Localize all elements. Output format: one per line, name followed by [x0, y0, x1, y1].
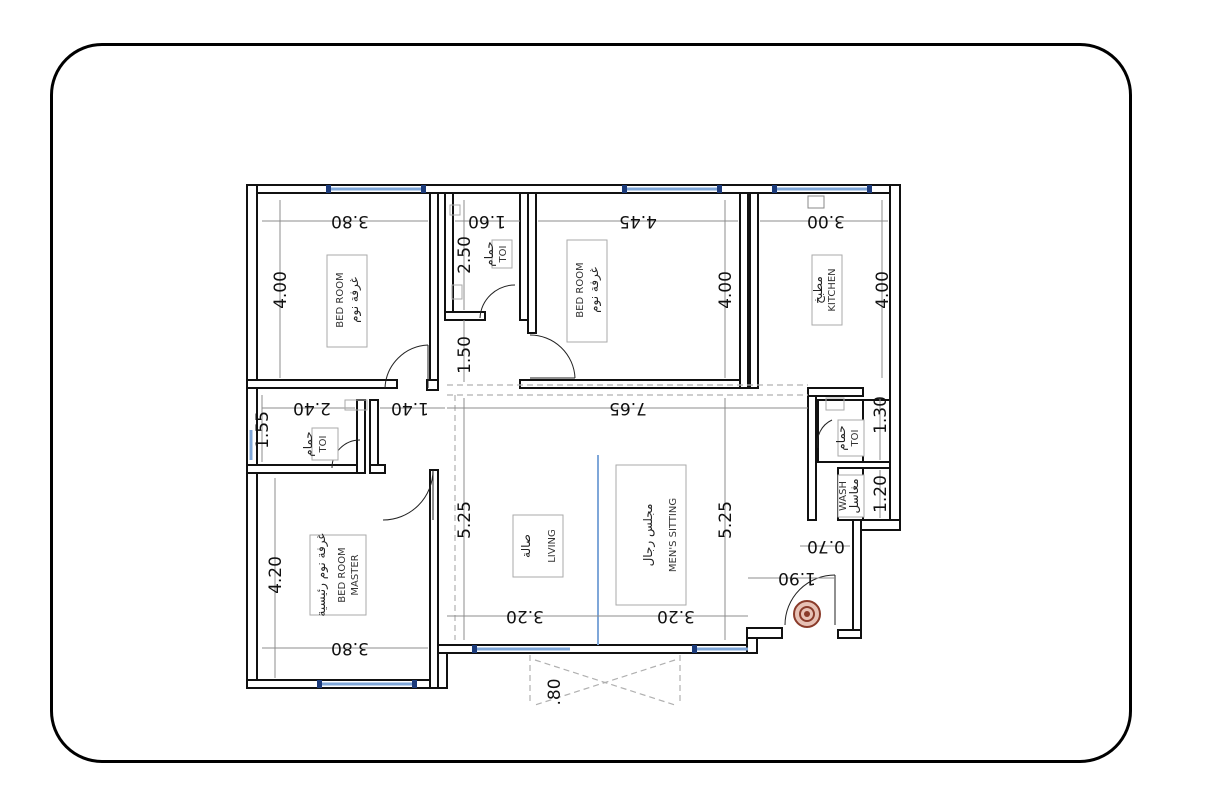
dim-wash-height: 1.20: [871, 475, 891, 513]
dim-master-width: 3.80: [331, 638, 369, 658]
living-ar: صالة: [519, 534, 533, 558]
dim-toi-left-height: 1.55: [253, 411, 273, 449]
toilet-left-ar: حمام: [301, 431, 315, 456]
windows: [249, 185, 872, 688]
dimension-lines: [261, 200, 888, 678]
mens-sitting-en: MEN'S SITTING: [668, 498, 679, 572]
mens-sitting-ar: مجلس رجال: [641, 504, 656, 567]
toilet-top-en: TOI: [498, 246, 509, 264]
kitchen-ar: مطبخ: [811, 276, 825, 304]
dim-toi-top-height: 2.50: [455, 236, 475, 274]
dim-toi-top-width: 1.60: [468, 211, 506, 231]
toilet-top-ar: حمام: [482, 241, 496, 266]
dim-kitchen-width: 3.00: [807, 211, 845, 231]
dim-toi-left-width: 2.40: [293, 398, 331, 418]
dim-entry-offset: 0.70: [807, 536, 845, 556]
dim-toi-right-height: 1.30: [871, 396, 891, 434]
living-en: LIVING: [547, 529, 558, 563]
toilet-right-en: TOI: [850, 430, 861, 448]
dim-living-height-left: 5.25: [455, 501, 475, 539]
master-ar: غرفة نوم رئيسية: [314, 533, 329, 616]
bedroom-mid-en: BED ROOM: [575, 262, 586, 317]
master-en: BED ROOM: [337, 547, 348, 602]
toilet-left-en: TOI: [318, 436, 329, 454]
kitchen-en: KITCHEN: [827, 268, 838, 311]
doors: [331, 284, 836, 626]
room-labels: [309, 239, 865, 616]
room-label-texts: BED ROOM غرفة نوم BED ROOM غرفة نوم KITC…: [301, 241, 861, 616]
wash-ar: مغاسل: [847, 478, 861, 513]
bedroom-top-en: BED ROOM: [335, 272, 346, 327]
fixtures: [344, 195, 845, 411]
wash-en: WASH: [838, 481, 849, 511]
dim-entry-width: 1.90: [778, 568, 816, 588]
dim-living-height-right: 5.25: [716, 501, 736, 539]
dim-kitchen-height: 4.00: [873, 271, 893, 309]
dim-hall-width: 1.40: [391, 398, 429, 418]
dim-living-width: 3.20: [506, 606, 544, 626]
dim-bed2-height: 4.00: [716, 271, 736, 309]
dim-bed1-width: 3.80: [331, 211, 369, 231]
toilet-right-ar: حمام: [834, 425, 848, 450]
bedroom-mid-ar: غرفة نوم: [587, 267, 602, 313]
dim-bed2-width: 4.45: [619, 211, 657, 231]
dashed-guides: [447, 384, 808, 706]
dim-stair: .80: [545, 678, 565, 705]
dim-sitting-width: 3.20: [657, 606, 695, 626]
plan-frame: [50, 43, 1132, 763]
column-marker-icon: [793, 600, 821, 628]
dim-master-height: 4.20: [266, 556, 286, 594]
dimension-texts: 3.80 4.00 1.60 2.50 4.45 4.00 3.00 4.00 …: [253, 211, 893, 706]
dim-bed1-height: 4.00: [271, 271, 291, 309]
bedroom-top-ar: غرفة نوم: [347, 277, 362, 323]
dim-living-total: 7.65: [609, 398, 647, 418]
dim-corridor: 1.50: [455, 336, 475, 374]
master-en2: MASTER: [350, 554, 361, 595]
